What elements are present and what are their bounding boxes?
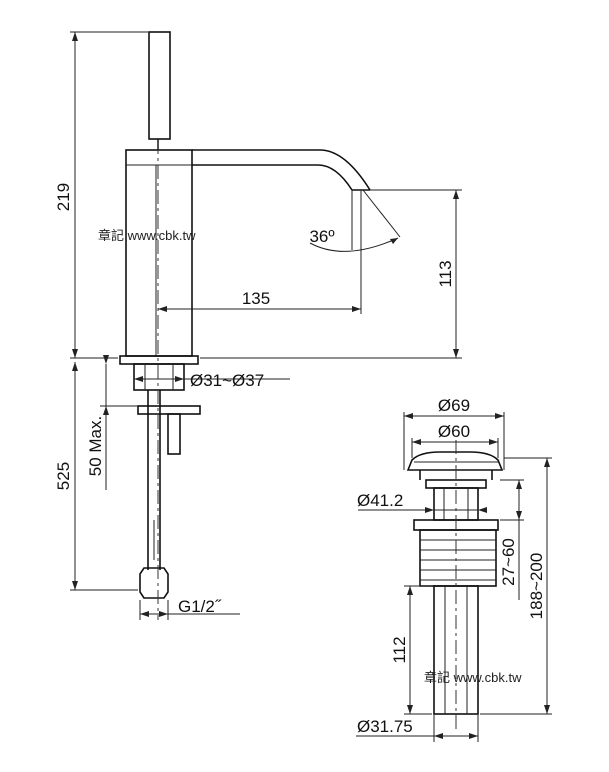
dim-50max-label: 50 Max. [86, 416, 105, 476]
dim-d41-label: Ø41.2 [357, 491, 403, 510]
base-plate [119, 355, 199, 365]
hex-nut [139, 567, 169, 599]
dim-d60-label: Ø60 [438, 422, 470, 441]
dim-d69: Ø69 [403, 396, 505, 470]
dim-27-60: 27~60 [499, 479, 524, 600]
dim-d31: Ø31.75 [356, 714, 479, 742]
shank [133, 363, 185, 391]
watermark-bottom: 章記 www.cbk.tw [424, 670, 522, 685]
spout-top [192, 149, 371, 191]
dim-hole-label: Ø31~Ø37 [190, 371, 264, 390]
watermark-top: 章記 www.cbk.tw [98, 228, 196, 243]
dim-d41: Ø41.2 [357, 491, 487, 513]
dim-219-label: 219 [54, 183, 73, 211]
lever-handle [148, 31, 171, 140]
dim-525: 525 [54, 362, 138, 591]
dim-d60: Ø60 [411, 422, 499, 458]
dim-219: 219 [54, 31, 148, 359]
waste-assembly [406, 440, 504, 730]
dim-188-200: 188~200 [480, 457, 552, 715]
waste-nut [419, 529, 497, 587]
dim-135: 135 [158, 190, 362, 314]
dim-27-60-label: 27~60 [499, 538, 518, 586]
dim-113: 113 [200, 189, 462, 359]
dim-thread: G1/2˝ [139, 597, 240, 620]
faucet-underside [133, 363, 201, 599]
dim-112-label: 112 [390, 636, 409, 663]
dim-135-label: 135 [242, 289, 270, 308]
dim-d31-label: Ø31.75 [357, 717, 413, 736]
dim-d69-label: Ø69 [438, 396, 470, 415]
dim-113-label: 113 [436, 260, 455, 287]
dim-thread-label: G1/2˝ [178, 597, 222, 616]
dim-50max: 50 Max. [86, 355, 138, 490]
faucet-column [125, 149, 193, 357]
dim-112: 112 [390, 585, 432, 715]
dim-525-label: 525 [54, 462, 73, 490]
dim-hole: Ø31~Ø37 [134, 371, 290, 390]
dim-angle-label: 36º [309, 227, 334, 246]
dim-angle: 36º [309, 189, 401, 252]
dim-188-200-label: 188~200 [527, 553, 546, 620]
spout-bottom [192, 164, 353, 191]
waste-cap [406, 451, 504, 471]
threaded-rod [167, 413, 181, 455]
